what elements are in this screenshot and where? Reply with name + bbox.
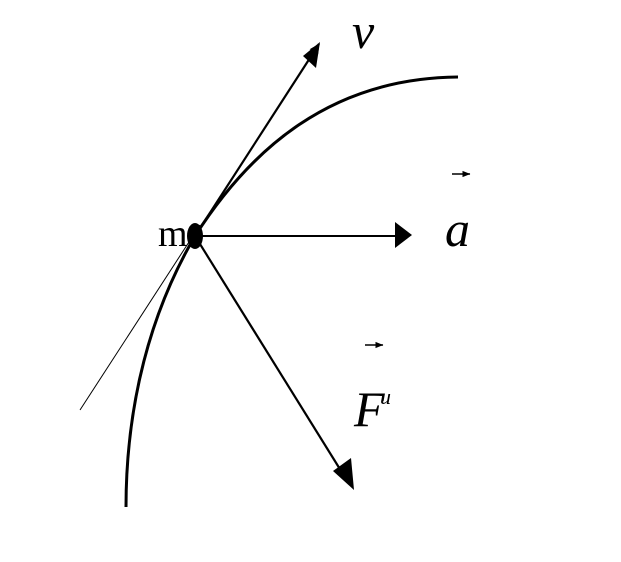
acceleration-arrowhead [395,222,412,248]
velocity-vector [194,43,320,237]
tangent-line [79,224,201,411]
point-mass-icon [187,223,203,249]
force-subscript-label: и [380,384,391,409]
velocity-label: ν [352,3,375,59]
force-arrowhead [333,458,354,490]
force-label: F [353,381,385,437]
velocity-arrowhead [303,42,320,68]
trajectory-curve [124,75,459,508]
acceleration-label: a [445,201,470,257]
mass-label: m [158,213,188,255]
force-vector [194,235,344,475]
